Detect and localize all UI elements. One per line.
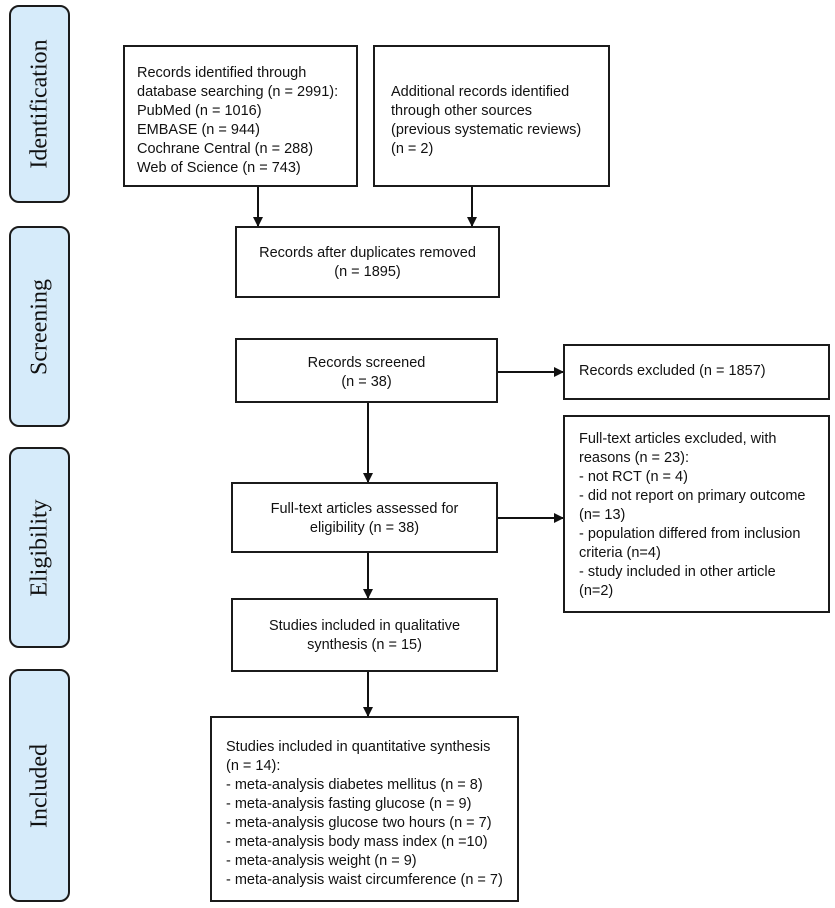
fulltext-excluded-line: (n= 13) [579,507,626,523]
additional-records-line: Additional records identified [391,84,570,100]
box-database-records: Records identified through database sear… [123,45,358,187]
additional-records-line: (n = 2) [391,141,434,157]
box-records-screened: Records screened (n = 38) [235,338,498,403]
fulltext-excluded-line: - did not report on primary outcome [579,488,806,504]
records-screened-line: Records screened [307,355,426,371]
phase-included: Included [9,669,70,902]
fulltext-excluded-line: - study included in other article [579,564,776,580]
box-additional-records: Additional records identified through ot… [373,45,610,187]
qualitative-synthesis-line: synthesis (n = 15) [307,637,422,653]
box-quantitative-synthesis: Studies included in quantitative synthes… [210,716,519,902]
after-duplicates-line: (n = 1895) [334,264,401,280]
records-screened-line: (n = 38) [341,374,392,390]
fulltext-excluded-line: - population differed from inclusion [579,526,801,542]
database-records-line: Records identified through [137,65,307,81]
quantitative-synthesis-line: - meta-analysis weight (n = 9) [226,853,417,869]
additional-records-line: (previous systematic reviews) [391,122,582,138]
database-records-line: Web of Science (n = 743) [137,160,301,176]
box-records-excluded: Records excluded (n = 1857) [563,344,830,400]
fulltext-excluded-line: (n=2) [579,583,614,599]
box-fulltext-assessed: Full-text articles assessed for eligibil… [231,482,498,553]
qualitative-synthesis-line: Studies included in qualitative [268,618,461,634]
quantitative-synthesis-line: - meta-analysis fasting glucose (n = 9) [226,796,472,812]
fulltext-assessed-line: eligibility (n = 38) [309,520,420,536]
additional-records-line: through other sources [391,103,533,119]
fulltext-excluded-line: Full-text articles excluded, with [579,431,777,447]
box-after-duplicates: Records after duplicates removed (n = 18… [235,226,500,298]
phase-identification: Identification [9,5,70,203]
quantitative-synthesis-line: - meta-analysis glucose two hours (n = 7… [226,815,492,831]
fulltext-assessed-line: Full-text articles assessed for [270,501,459,517]
database-records-line: database searching (n = 2991): [137,84,339,100]
fulltext-excluded-line: criteria (n=4) [579,545,661,561]
records-excluded-line: Records excluded (n = 1857) [579,363,766,379]
database-records-line: PubMed (n = 1016) [137,103,262,119]
quantitative-synthesis-line: - meta-analysis body mass index (n =10) [226,834,488,850]
phase-screening: Screening [9,226,70,427]
quantitative-synthesis-line: Studies included in quantitative synthes… [226,739,491,755]
quantitative-synthesis-line: - meta-analysis waist circumference (n =… [226,872,503,888]
quantitative-synthesis-line: (n = 14): [226,758,281,774]
fulltext-excluded-line: reasons (n = 23): [579,450,690,466]
phase-eligibility: Eligibility [9,447,70,648]
after-duplicates-line: Records after duplicates removed [259,245,476,261]
fulltext-excluded-line: - not RCT (n = 4) [579,469,688,485]
box-fulltext-excluded: Full-text articles excluded, with reason… [563,415,830,613]
box-qualitative-synthesis: Studies included in qualitative synthesi… [231,598,498,672]
database-records-line: Cochrane Central (n = 288) [137,141,314,157]
database-records-line: EMBASE (n = 944) [137,122,260,138]
quantitative-synthesis-line: - meta-analysis diabetes mellitus (n = 8… [226,777,483,793]
